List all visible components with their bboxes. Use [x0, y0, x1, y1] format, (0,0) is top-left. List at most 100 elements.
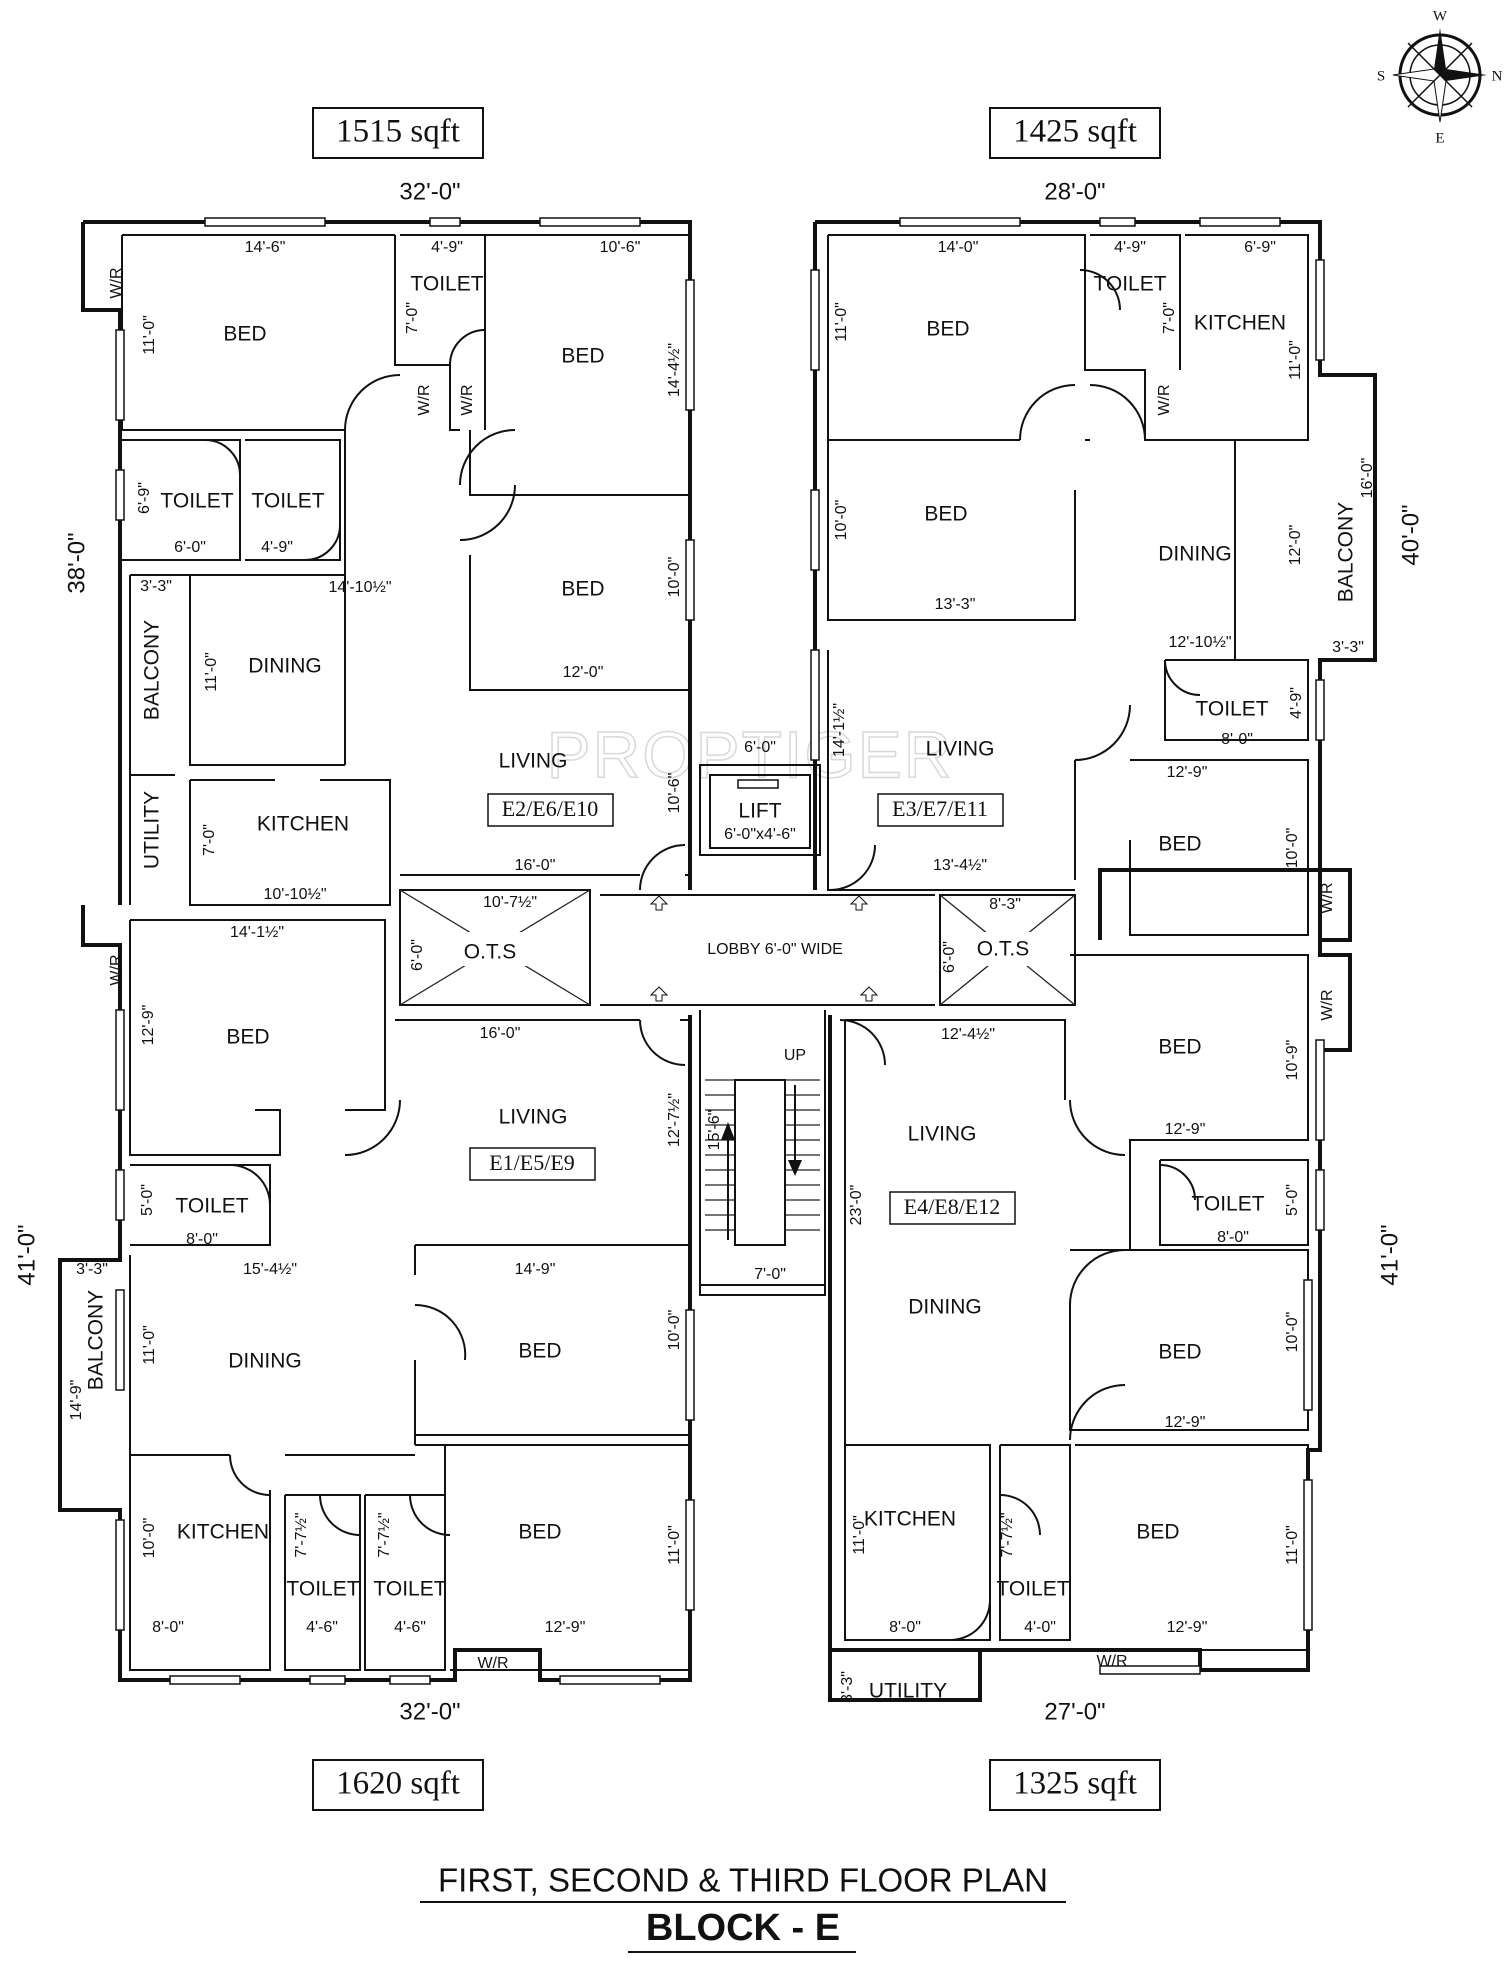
dimension-label: 6'-0" [409, 939, 426, 971]
dimension-label: 4'-9" [1114, 239, 1146, 256]
dimension-label: 32'-0" [399, 178, 460, 205]
room-label-bed: BED [518, 1521, 561, 1544]
ots-shaft-right [939, 894, 1076, 1006]
dimension-label: 5'-0" [1284, 1184, 1301, 1216]
dimension-label: 6'-9" [1244, 239, 1276, 256]
dimension-label: 14'-4½" [666, 343, 683, 397]
dimension-label: 7'-7½" [293, 1512, 310, 1557]
dimension-label: 11'-0" [851, 1515, 868, 1555]
area-label: 1515 sqft [336, 114, 460, 150]
room-label-wr: W/R [477, 1655, 508, 1672]
dimension-label: 16'-0" [515, 857, 556, 874]
dimension-label: 12'-10½" [1169, 634, 1232, 651]
room-label-dining: DINING [1158, 543, 1232, 566]
compass-north: N [1492, 68, 1503, 84]
room-label-toilet: TOILET [1191, 1193, 1264, 1216]
dimension-label: 14'-10½" [329, 579, 392, 596]
room-label-kitchen: KITCHEN [1194, 312, 1286, 335]
room-label-living: LIVING [926, 738, 995, 761]
dimension-label: 8'-0" [152, 1619, 184, 1636]
dimension-label: 7'-7½" [999, 1512, 1016, 1557]
room-label-toilet: TOILET [410, 273, 483, 296]
room-label-bed: BED [1158, 1341, 1201, 1364]
dimension-label: 3'-3" [1332, 639, 1364, 656]
room-label-utility: UTILITY [869, 1680, 947, 1703]
dimension-label: 12'-0" [563, 664, 604, 681]
room-label-wr: W/R [108, 954, 125, 985]
room-label-bed: BED [561, 345, 604, 368]
compass-icon: W N S E [1377, 8, 1503, 146]
dimension-label: 14'-6" [245, 239, 286, 256]
room-label-dining: DINING [908, 1296, 982, 1319]
room-label-kitchen: KITCHEN [177, 1521, 269, 1544]
area-label: 1425 sqft [1013, 114, 1137, 150]
room-label-bed: BED [1136, 1521, 1179, 1544]
dimension-label: 14'-9" [68, 1380, 85, 1421]
dimension-label: 15'-4½" [243, 1261, 297, 1278]
dimension-label: 8'-0" [889, 1619, 921, 1636]
room-label-lobby: LOBBY 6'-0" WIDE [707, 941, 843, 958]
dimension-label: 12'-9" [545, 1619, 586, 1636]
room-label-toilet: TOILET [1093, 273, 1166, 296]
dimension-label: 11'-0" [1287, 340, 1304, 380]
windows [115, 217, 1325, 1685]
dimension-label: 10'-6" [666, 773, 683, 814]
room-label-living: LIVING [499, 1106, 568, 1129]
room-label-bed: BED [561, 578, 604, 601]
dimension-label: 10'-0" [833, 500, 850, 541]
dimension-label: 4'-9" [261, 539, 293, 556]
dimension-label: 10'-6" [600, 239, 641, 256]
dimension-label: 41'-0" [1376, 1224, 1403, 1285]
dimension-label: 12'-9" [1167, 1619, 1208, 1636]
unit-code-top-right: E3/E7/E11 [877, 793, 1004, 827]
dimension-label: 10'-9" [1284, 1040, 1301, 1081]
doors [204, 269, 1201, 1641]
dimension-label: 12'-9" [140, 1005, 157, 1046]
plan-title: FIRST, SECOND & THIRD FLOOR PLAN [438, 1862, 1048, 1899]
room-label-kitchen: KITCHEN [257, 813, 349, 836]
dimension-label: 4'-6" [306, 1619, 338, 1636]
dimension-label: 40'-0" [1397, 504, 1424, 565]
compass-west: W [1433, 8, 1448, 24]
room-label-wr: W/R [1319, 882, 1336, 913]
staircase [705, 1079, 820, 1246]
room-label-toilet: TOILET [175, 1195, 248, 1218]
dimension-label: 8'-3" [989, 896, 1021, 913]
room-label-dining: DINING [248, 655, 322, 678]
room-label-living: LIVING [908, 1123, 977, 1146]
room-label-dining: DINING [228, 1350, 302, 1373]
dimension-label: 6'-0" [941, 941, 958, 973]
dimension-label: 27'-0" [1044, 1698, 1105, 1725]
walls [58, 220, 1377, 1702]
dimension-label: 15'-6" [706, 1110, 723, 1151]
room-label-balcony: BALCONY [85, 1290, 108, 1390]
arrow-icon [649, 895, 879, 1002]
dimension-label: 12'-9" [1165, 1121, 1206, 1138]
dimension-label: 10'-0" [1284, 828, 1301, 869]
dimension-label: 3'-3" [76, 1261, 108, 1278]
unit-code: E2/E6/E10 [502, 796, 599, 821]
dimension-label: 13'-3" [935, 596, 976, 613]
dimension-label: 10'-7½" [483, 894, 537, 911]
room-label-toilet: TOILET [160, 490, 233, 513]
unit-code: E4/E8/E12 [904, 1194, 1001, 1219]
room-label-wr: W/R [108, 267, 125, 298]
dimension-label: 8'-0" [1217, 1229, 1249, 1246]
room-label-kitchen: KITCHEN [864, 1508, 956, 1531]
unit-code: E3/E7/E11 [892, 796, 988, 821]
room-label-wr: W/R [416, 384, 433, 415]
room-label-utility: UTILITY [141, 791, 164, 869]
dimension-label: 12'-4½" [941, 1026, 995, 1043]
dimension-label: 16'-0" [1359, 458, 1376, 499]
room-label-balcony: BALCONY [141, 620, 164, 720]
dimension-label: 23'-0" [848, 1185, 865, 1226]
room-label-toilet: TOILET [286, 1578, 359, 1601]
dimension-label: 32'-0" [399, 1698, 460, 1725]
room-label-lift: LIFT [738, 800, 781, 823]
dimension-label: 4'-0" [1024, 1619, 1056, 1636]
room-label-bed: BED [1158, 1036, 1201, 1059]
dimension-label: 38'-0" [63, 532, 90, 593]
dimension-label: 4'-9" [431, 239, 463, 256]
dimension-label: 14'-0" [938, 239, 979, 256]
dimension-label: 12'-9" [1167, 764, 1208, 781]
